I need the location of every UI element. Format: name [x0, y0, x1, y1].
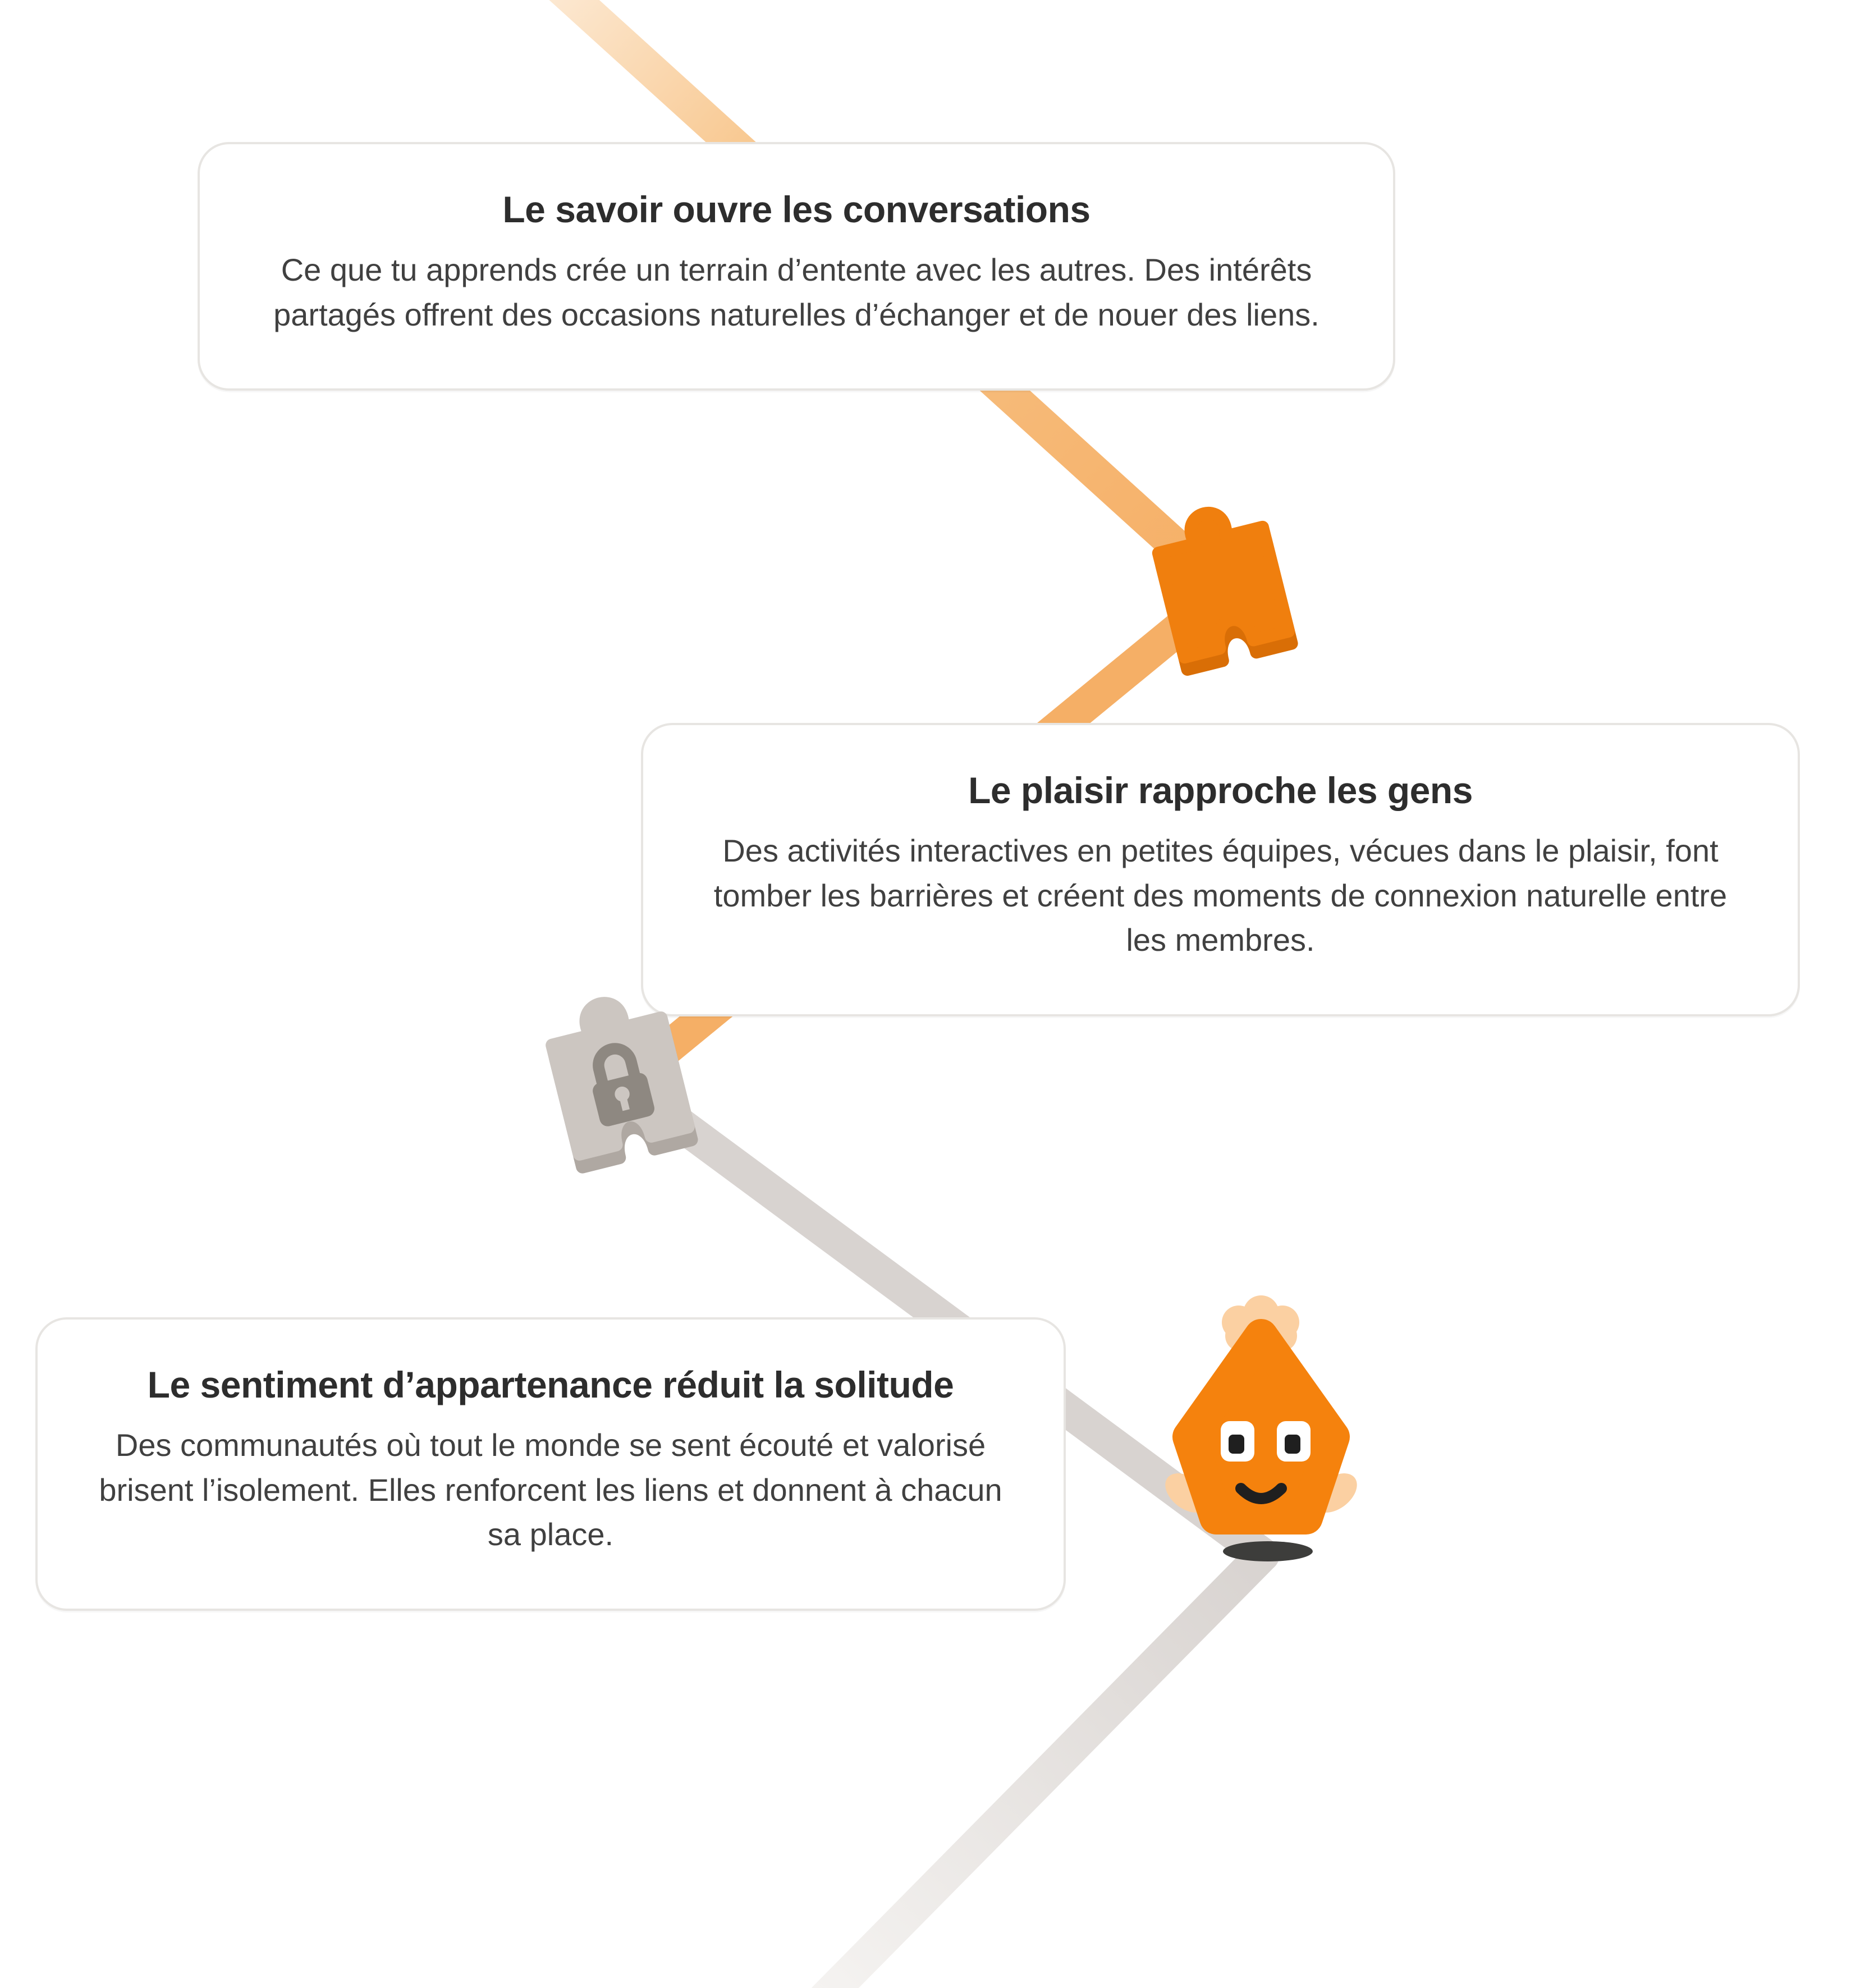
- lock-icon: [593, 1043, 654, 1126]
- path-segment-bottom-gray: [812, 1538, 1280, 1988]
- card-body: Des communautés où tout le monde se sent…: [99, 1427, 1002, 1552]
- mascot-smile: [1235, 1483, 1287, 1504]
- info-card-fun: Le plaisir rapproche les gens Des activi…: [641, 723, 1800, 1016]
- info-card-belonging: Le sentiment d’appartenance réduit la so…: [35, 1317, 1066, 1611]
- mascot-left-pupil: [1229, 1435, 1244, 1454]
- card-body: Des activités interactives en petites éq…: [713, 833, 1728, 958]
- card-title: Le savoir ouvre les conversations: [502, 189, 1091, 230]
- mascot-character[interactable]: [1139, 1291, 1381, 1566]
- card-body: Ce que tu apprends crée un terrain d’ent…: [273, 252, 1319, 332]
- card-title: Le sentiment d’appartenance réduit la so…: [147, 1364, 954, 1405]
- locked-puzzle-piece-icon[interactable]: [488, 954, 752, 1218]
- mascot-shadow: [1223, 1541, 1313, 1561]
- mascot-right-pupil: [1285, 1435, 1300, 1454]
- mascot-body: [1172, 1319, 1350, 1534]
- info-card-knowledge: Le savoir ouvre les conversations Ce que…: [198, 142, 1395, 391]
- card-title: Le plaisir rapproche les gens: [968, 769, 1473, 811]
- puzzle-piece-icon[interactable]: [1097, 466, 1350, 718]
